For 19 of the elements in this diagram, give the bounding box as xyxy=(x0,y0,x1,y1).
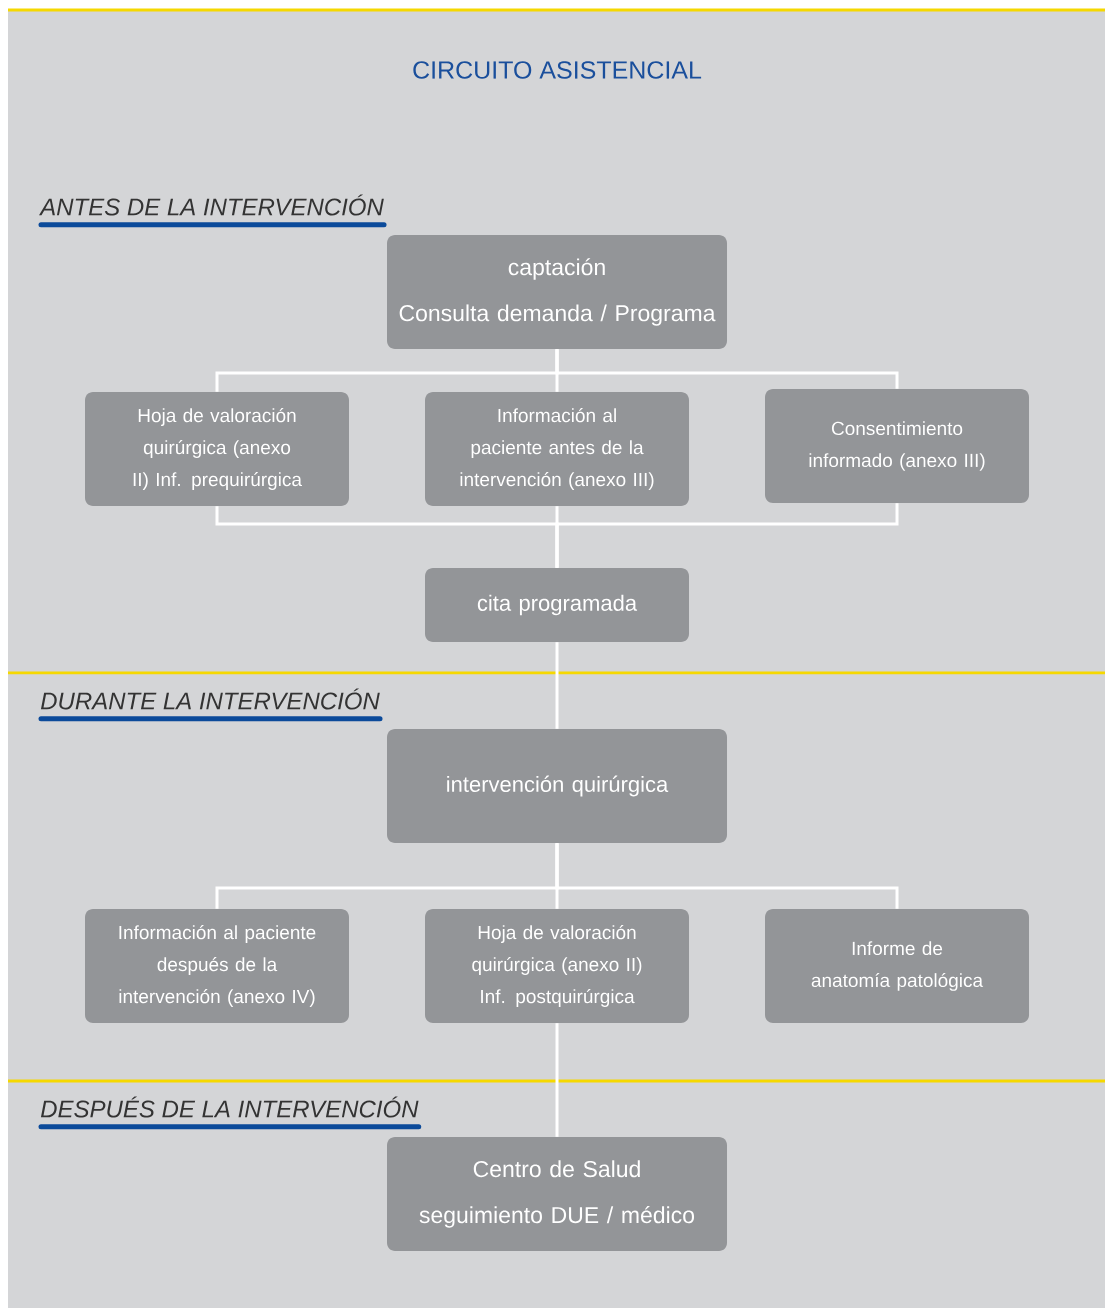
connector-line xyxy=(555,349,899,389)
connector-line xyxy=(555,843,899,909)
process-box: intervención quirúrgica xyxy=(387,729,727,843)
connector-line xyxy=(555,503,899,568)
process-box: Hoja de valoración quirúrgica (anexo II) Inf. prequirúrgica xyxy=(85,392,349,506)
section-heading: DESPUÉS DE LA INTERVENCIÓN xyxy=(38,1096,422,1130)
process-box: Información al paciente después de la intervención (anexo IV) xyxy=(85,909,349,1023)
process-box: Información al paciente antes de la intervención (anexo III) xyxy=(425,392,689,506)
process-box: Centro de Salud seguimiento DUE / médico xyxy=(387,1137,727,1251)
process-box: Consentimiento informado (anexo III) xyxy=(765,389,1029,503)
title: CIRCUITO ASISTENCIAL xyxy=(413,61,702,79)
process-box: Informe de anatomía patológica xyxy=(765,909,1029,1023)
connector-line xyxy=(555,642,559,729)
process-box: Hoja de valoración quirúrgica (anexo II) Inf. postquirúrgica xyxy=(425,909,689,1023)
section-heading: DURANTE LA INTERVENCIÓN xyxy=(38,688,383,722)
process-box: captación Consulta demanda / Programa xyxy=(387,235,727,349)
section-heading: ANTES DE LA INTERVENCIÓN xyxy=(38,194,387,228)
connector-line xyxy=(555,1023,559,1137)
process-box: cita programada xyxy=(425,568,689,642)
